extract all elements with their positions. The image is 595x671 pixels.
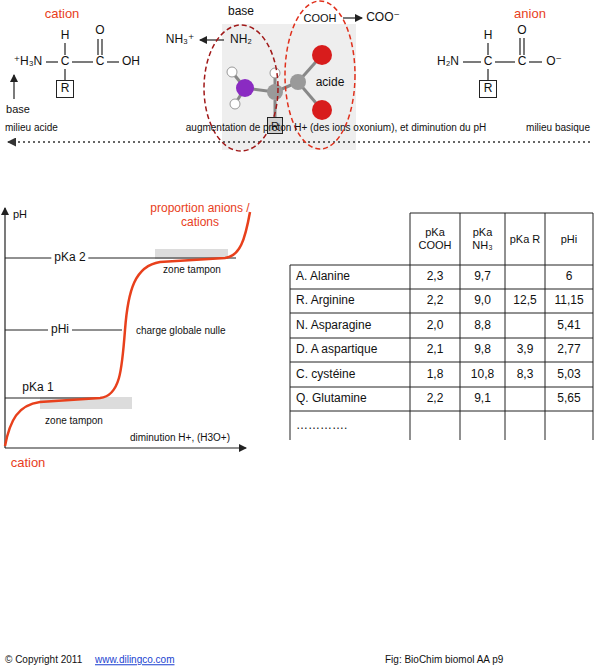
table-cell: 10,8 (471, 368, 494, 382)
level-label: pHi (48, 323, 72, 337)
atom-label: O⁻ (546, 55, 562, 69)
website-link: www.dilingco.com (95, 654, 174, 666)
atom-label: O (95, 24, 104, 38)
table-cell: 9,1 (474, 392, 491, 406)
acid-label: acide (316, 76, 345, 90)
table-cell: 8,3 (517, 368, 534, 382)
atom-label: H (61, 29, 70, 43)
form-title: cation (45, 7, 80, 22)
table-cell: …………. (296, 419, 347, 433)
table-cell: 9,8 (474, 343, 491, 357)
table-cell: N. Asparagine (296, 319, 371, 333)
atom-label: H₂N (437, 55, 459, 69)
outline (480, 81, 497, 98)
side-chain-label: R (61, 82, 70, 96)
copyright-note: © Copyright 2011 (5, 654, 82, 666)
axis-label: pH (13, 208, 27, 221)
table-cell: 2,3 (427, 270, 444, 284)
axis-end-label: cation (11, 456, 46, 471)
table-grid (290, 213, 593, 440)
level-label: pKa 1 (22, 381, 53, 395)
molecule-model (200, 18, 362, 120)
table-cell: R. Arginine (296, 294, 355, 308)
level-label: pKa 2 (51, 251, 88, 265)
medium-label: milieu acide (5, 122, 58, 134)
table-cell: Q. Glutamine (296, 392, 367, 406)
point-label: charge globale nulle (136, 325, 226, 337)
table-cell: 9,7 (474, 270, 491, 284)
table-cell: 1,8 (427, 368, 444, 382)
table-cell: 5,03 (557, 368, 580, 382)
curve-label: proportion anions / cations (144, 202, 256, 230)
table-cell: 2,77 (557, 343, 580, 357)
atom-label: NH₃⁺ (166, 33, 195, 47)
atom-label: C (518, 55, 527, 69)
side-chain-box: R (56, 80, 74, 98)
table-cell: 5,41 (557, 319, 580, 333)
table-cell: 6 (566, 270, 573, 284)
figure-reference: Fig: BioChim biomol AA p9 (385, 654, 503, 666)
arrow-caption: augmentation de proton H+ (des ions oxon… (186, 122, 486, 134)
side-chain-label: R (484, 82, 493, 96)
form-title: anion (514, 7, 546, 22)
group-label: base (6, 103, 30, 116)
table-cell: 9,0 (474, 294, 491, 308)
atom-label: H (484, 29, 493, 43)
atom-label: C (96, 55, 105, 69)
table-cell: 2,0 (427, 319, 444, 333)
atom-label: O (517, 24, 526, 38)
atom-label: C (484, 55, 493, 69)
table-cell: A. Alanine (296, 270, 350, 284)
outline (57, 81, 74, 98)
medium-label: milieu basique (526, 122, 590, 134)
cation-bonds (14, 39, 119, 99)
table-cell: C. cystéine (296, 368, 355, 382)
titration-graph (5, 208, 250, 448)
ph-arrow (8, 141, 590, 143)
table-cell: 12,5 (513, 294, 536, 308)
base-heading: base (228, 5, 254, 19)
atom-label: C (61, 55, 70, 69)
atom-label: ⁺H₃N (14, 55, 43, 69)
table-cell: 8,8 (474, 319, 491, 333)
table-cell: 2,1 (427, 343, 444, 357)
atom-label: COO⁻ (366, 11, 400, 25)
table-cell: 3,9 (517, 343, 534, 357)
table-cell: 2,2 (427, 294, 444, 308)
table-cell: 2,2 (427, 392, 444, 406)
table-cell: D. A aspartique (296, 343, 377, 357)
side-chain-box: R (479, 80, 497, 98)
band-label: zone tampon (45, 415, 103, 427)
column-header: pKa R (508, 233, 542, 246)
axis-label: diminution H+, (H3O+) (130, 432, 230, 444)
column-header: pHi (548, 233, 590, 246)
table-cell: 11,15 (554, 294, 583, 308)
carboxyl-group: COOH (304, 12, 337, 25)
column-header: pKa COOH (413, 226, 457, 251)
column-header: pKa NH₃ (463, 226, 502, 251)
anion-bonds (463, 38, 542, 80)
band-label: zone tampon (163, 264, 221, 276)
amine-group: NH₂ (230, 33, 252, 47)
table-cell: 5,65 (557, 392, 580, 406)
atom-label: OH (122, 55, 140, 69)
